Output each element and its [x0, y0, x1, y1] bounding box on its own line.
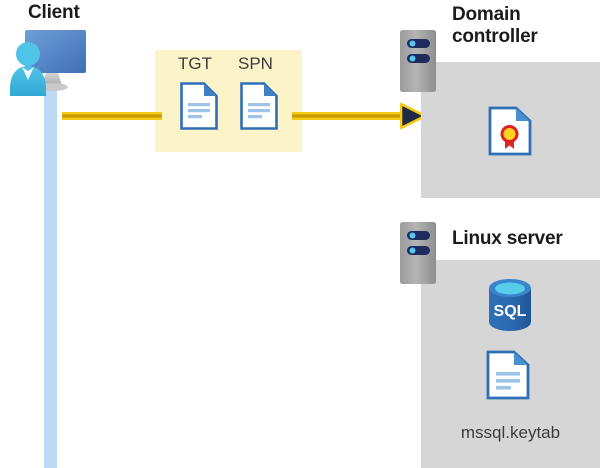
client-lifeline — [44, 88, 57, 468]
keytab-file-icon — [486, 350, 530, 400]
token-label-tgt: TGT — [178, 54, 212, 73]
token-label-spn: SPN — [238, 54, 273, 73]
tgt-document-icon — [180, 82, 218, 130]
client-workstation-icon — [8, 24, 94, 100]
linux-server-chassis-icon — [400, 222, 436, 284]
certificate-icon — [488, 106, 532, 156]
spn-document-icon — [240, 82, 278, 130]
sql-icon-label: SQL — [494, 303, 527, 320]
flow-arrowhead-icon — [399, 101, 428, 131]
page-title-linux-server: Linux server — [452, 228, 563, 249]
page-title-domain-controller: Domain controller — [452, 4, 538, 47]
keytab-file-label: mssql.keytab — [460, 423, 561, 442]
sql-database-icon: SQL — [484, 278, 536, 332]
domain-controller-server-icon — [400, 30, 436, 92]
flow-arrow-segment-right — [292, 112, 410, 120]
page-title-client: Client — [28, 2, 80, 23]
flow-arrow-segment-left — [62, 112, 162, 120]
